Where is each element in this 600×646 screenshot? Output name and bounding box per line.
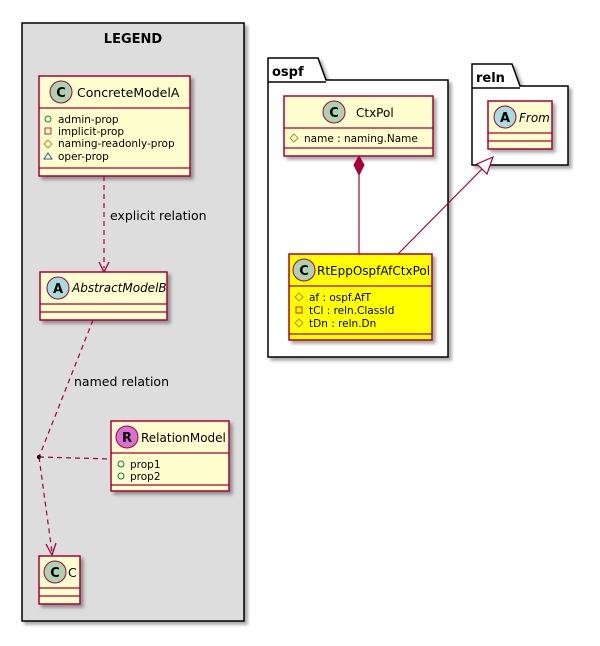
class-name: From	[519, 111, 550, 125]
relation-stereotype-icon	[115, 425, 139, 449]
legend-title: LEGEND	[104, 32, 163, 47]
stereotype-letter: C	[50, 566, 60, 581]
protected-icon	[43, 139, 53, 149]
member: admin-prop	[58, 114, 119, 126]
member: implicit-prop	[58, 126, 124, 138]
class-from: A From	[487, 100, 553, 150]
public-icon	[117, 460, 125, 468]
protected-icon	[294, 318, 304, 328]
stereotype-letter: C	[329, 106, 339, 121]
member: name : naming.Name	[304, 133, 418, 145]
member: naming-readonly-prop	[58, 138, 175, 150]
public-icon	[44, 115, 52, 123]
composition-diamond-icon	[353, 154, 365, 177]
member: prop2	[130, 471, 161, 483]
class-stereotype-icon	[322, 100, 346, 124]
class-name: RelationModel	[141, 431, 226, 445]
class-name: RtEppOspfAfCtxPol	[317, 264, 430, 278]
class-stereotype-icon	[49, 80, 73, 104]
stereotype-letter: C	[299, 264, 309, 279]
stereotype-letter: R	[122, 431, 132, 446]
member: tCl : reln.ClassId	[309, 305, 394, 317]
class-name: CtxPol	[356, 106, 394, 120]
stereotype-letter: C	[56, 86, 66, 101]
member: tDn : reln.Dn	[309, 318, 376, 330]
class-name: ConcreteModelA	[77, 85, 180, 100]
protected-icon	[289, 133, 299, 143]
protected-icon	[294, 292, 304, 302]
class-name: AbstractModelB	[71, 281, 167, 295]
class-relation-model: R RelationModel prop1 prop2	[110, 420, 230, 492]
class-stereotype-icon	[43, 560, 67, 584]
member: af : ospf.AfT	[309, 292, 372, 304]
class-name: C	[68, 565, 77, 580]
package-name: reln	[476, 71, 505, 86]
private-icon	[44, 127, 52, 135]
explicit-relation-label: explicit relation	[110, 208, 207, 223]
class-abstract-model-b: A AbstractModelB	[39, 271, 168, 321]
member: prop1	[130, 459, 161, 471]
class-rteppospfafctxpol: C RtEppOspfAfCtxPol af : ospf.AfT tCl : …	[288, 253, 433, 341]
stereotype-letter: A	[53, 282, 63, 297]
named-relation-arrow: named relation	[37, 319, 169, 557]
abstract-stereotype-icon	[493, 105, 517, 129]
composition-link	[353, 154, 365, 254]
member: oper-prop	[58, 151, 109, 163]
inheritance-link	[397, 155, 495, 255]
class-stereotype-icon	[292, 258, 316, 282]
class-c: C C	[38, 555, 81, 605]
stereotype-letter: A	[500, 111, 510, 126]
class-ctxpol: C CtxPol name : naming.Name	[283, 95, 434, 157]
private-icon	[295, 306, 303, 314]
class-concrete-model-a: C ConcreteModelA admin-prop implicit-pro…	[38, 75, 191, 177]
public-icon	[117, 472, 125, 480]
abstract-stereotype-icon	[46, 276, 70, 300]
package-icon	[43, 152, 53, 160]
inheritance-triangle-icon	[475, 155, 495, 176]
named-relation-label: named relation	[74, 374, 169, 389]
package-name: ospf	[272, 65, 304, 80]
